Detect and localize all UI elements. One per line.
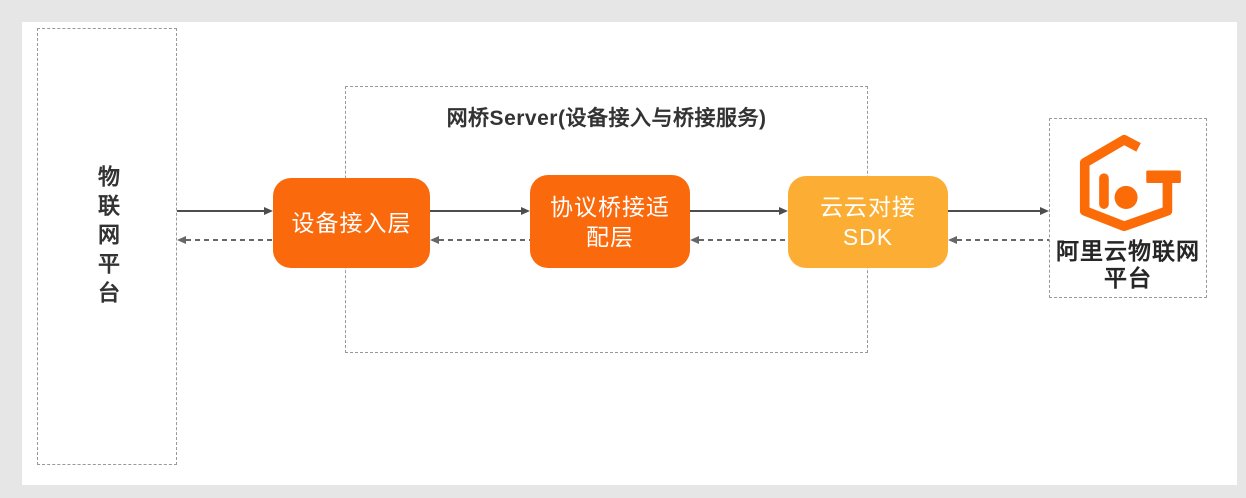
arrow-forward-platform-to-access: [177, 207, 273, 215]
node-device-access-layer-label: 设备接入层: [291, 210, 412, 236]
iot-platform-label: 物联网平台: [95, 165, 120, 310]
diagram-panel: 物联网平台 网桥Server(设备接入与桥接服务) 阿里云物联网 平台 设备接入…: [22, 22, 1237, 485]
arrow-forward-access-to-bridge: [430, 207, 530, 215]
arrow-forward-bridge-to-sdk: [690, 207, 788, 215]
node-cloud-cloud-sdk: 云云对接 SDK: [788, 176, 948, 268]
arrow-back-aliyun-to-sdk: [948, 236, 1049, 244]
node-cloud-sdk-label-line2: SDK: [842, 224, 894, 250]
arrow-back-sdk-to-bridge: [690, 236, 788, 244]
node-cloud-sdk-label-line1: 云云对接: [820, 194, 916, 220]
arrow-back-access-to-platform: [177, 236, 273, 244]
aliyun-platform-label-line2: 平台: [1104, 265, 1152, 291]
aliyun-platform-label-line1: 阿里云物联网: [1056, 238, 1200, 264]
node-protocol-bridge-label-line2: 配层: [586, 223, 634, 250]
aliyun-iot-logo-icon: [1079, 134, 1181, 232]
node-protocol-bridge-label-line1: 协议桥接适: [550, 193, 670, 220]
arrow-back-bridge-to-access: [430, 236, 530, 244]
aliyun-platform-label: 阿里云物联网 平台: [1056, 238, 1200, 292]
bridge-server-title: 网桥Server(设备接入与桥接服务): [446, 107, 767, 130]
node-protocol-bridge-adapter-layer: 协议桥接适 配层: [530, 175, 690, 268]
node-device-access-layer: 设备接入层: [273, 178, 430, 268]
arrow-forward-sdk-to-aliyun: [948, 207, 1049, 215]
aliyun-platform-box: 阿里云物联网 平台: [1049, 118, 1207, 298]
iot-platform-box: 物联网平台: [37, 28, 177, 465]
